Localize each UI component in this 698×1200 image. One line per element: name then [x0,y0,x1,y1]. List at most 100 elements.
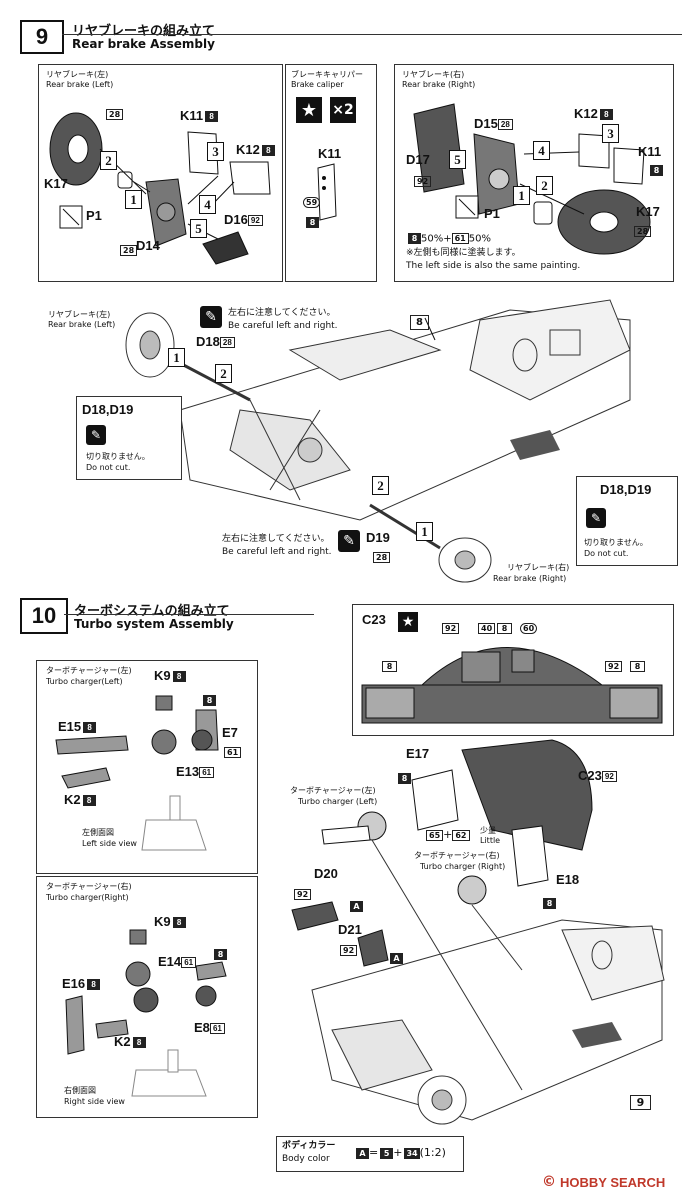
nocut-right-jp: 切り取りません。 [584,538,648,547]
nocut-left-jp: 切り取りません。 [86,452,150,461]
step9-chassis-drawing [125,299,631,583]
rear-brake-right-drawing [413,103,651,255]
chassis-num-8: 8 [410,312,429,331]
turbo-right-drawing [65,929,227,1097]
mix-65-62: 65+62 [426,828,470,841]
d21-num: 92 [340,940,358,959]
seq-3-right: 3 [602,124,619,143]
caliper-num-59: 59 [303,192,321,211]
step9-title-rule [62,34,682,35]
rear-brake-right-title-jp: リヤブレーキ(右) [402,70,465,79]
seq-1-lower-b: 1 [416,522,433,541]
c23-num-6: 92 [605,656,623,675]
c23-num-5: 60 [520,618,538,637]
step9-title-jp: リヤブレーキの組み立て [72,24,216,39]
body-color-en: Body color [282,1154,330,1164]
rear-brake-left-title-jp: リヤブレーキ(左) [46,70,109,79]
turbo-right-title-jp: ターボチャージャー(右) [46,882,132,891]
caution-bottom-jp: 左右に注意してください。 [222,534,330,544]
paint-note-jp: ※左側も同様に塗装します。 [406,248,521,258]
c23-num-1: 8 [382,656,397,675]
d20-num: 92 [294,884,312,903]
caliper-num-8: 8 [304,212,319,231]
d19-num: 28 [373,547,391,566]
hobby-search-watermark: HOBBY SEARCH [560,1175,666,1190]
step-number-10: 10 [20,598,68,634]
part-k11-right: K11 [638,144,662,159]
part-d21: D21 [338,922,362,937]
part-k11-mid: K11 [318,146,342,161]
body-color-jp: ボディカラー [282,1141,336,1151]
caution-icon-top: ✎ [200,306,222,328]
right-side-view-jp: 右側面図 [64,1086,96,1095]
lower-left-brake-en: Rear brake (Left) [48,320,116,329]
little-jp: 少量 [480,826,496,835]
d14-num: 28 [120,240,138,259]
turbo-left-main-en: Turbo charger (Left) [298,797,378,806]
part-k17-left: K17 [44,176,68,191]
caution-icon-bottom: ✎ [338,530,360,552]
d21-code: A [388,948,403,967]
turbo-left-title-en: Turbo charger(Left) [46,677,123,686]
nocut-left-en: Do not cut. [86,463,131,472]
part-e18: E18 [556,872,580,887]
step10-title-rule [64,614,314,615]
turbo-right-top-num: 8 [212,944,227,963]
seq-5-right: 5 [449,150,466,169]
d17-num: 92 [414,171,432,190]
part-e17: E17 [406,746,430,761]
k17-left-num: 28 [106,104,124,123]
little-en: Little [480,836,501,845]
part-e7: E7 [222,725,238,740]
c23-num-7: 8 [630,656,645,675]
brake-caliper-title-en: Brake caliper [291,80,344,89]
seq-5-left: 5 [190,219,207,238]
seq-2-left: 2 [100,151,117,170]
turbo-left-top-num: 8 [201,690,216,709]
turbo-right-title-en: Turbo charger(Right) [46,893,129,902]
caution-top-jp: 左右に注意してください。 [228,308,336,318]
d20-code: A [348,896,363,915]
seq-2-lower-b: 2 [372,476,389,495]
turbo-right-main-jp: ターボチャージャー(右) [414,851,500,860]
seq-1-lower-a: 1 [168,348,185,367]
turbo-left-title-jp: ターボチャージャー(左) [46,666,132,675]
lower-right-brake-jp: リヤブレーキ(右) [507,563,570,572]
k17-right-num: 28 [634,221,652,240]
c23-num-4: 8 [497,618,512,637]
rear-brake-right-title-en: Rear brake (Right) [402,80,476,89]
c23-drawing [361,647,663,724]
c23-num-2: 92 [442,618,460,637]
caution-top-en: Be careful left and right. [228,321,338,331]
caution-icon-box-left: ✎ [86,425,106,445]
seq-4-right: 4 [533,141,550,160]
turbo-right-main-en: Turbo charger (Right) [420,862,506,871]
e18-num: 8 [541,893,556,912]
nocut-right-en: Do not cut. [584,549,629,558]
step-number-9: 9 [20,20,64,54]
right-side-view-en: Right side view [64,1097,125,1106]
seq-1-left: 1 [125,190,142,209]
step-ref-9: 9 [630,1092,651,1111]
body-color-box [276,1136,464,1172]
quantity-badge: ×2 [330,97,356,123]
brake-caliper-title-jp: ブレーキキャリパー [291,70,363,79]
c23-panel-label: C23 [362,612,386,627]
lower-right-brake-en: Rear brake (Right) [493,574,567,583]
seq-2-right: 2 [536,176,553,195]
d18-d19-box-left-title: D18,D19 [82,402,134,417]
part-d19: D19 [366,530,390,545]
left-side-view-en: Left side view [82,839,137,848]
